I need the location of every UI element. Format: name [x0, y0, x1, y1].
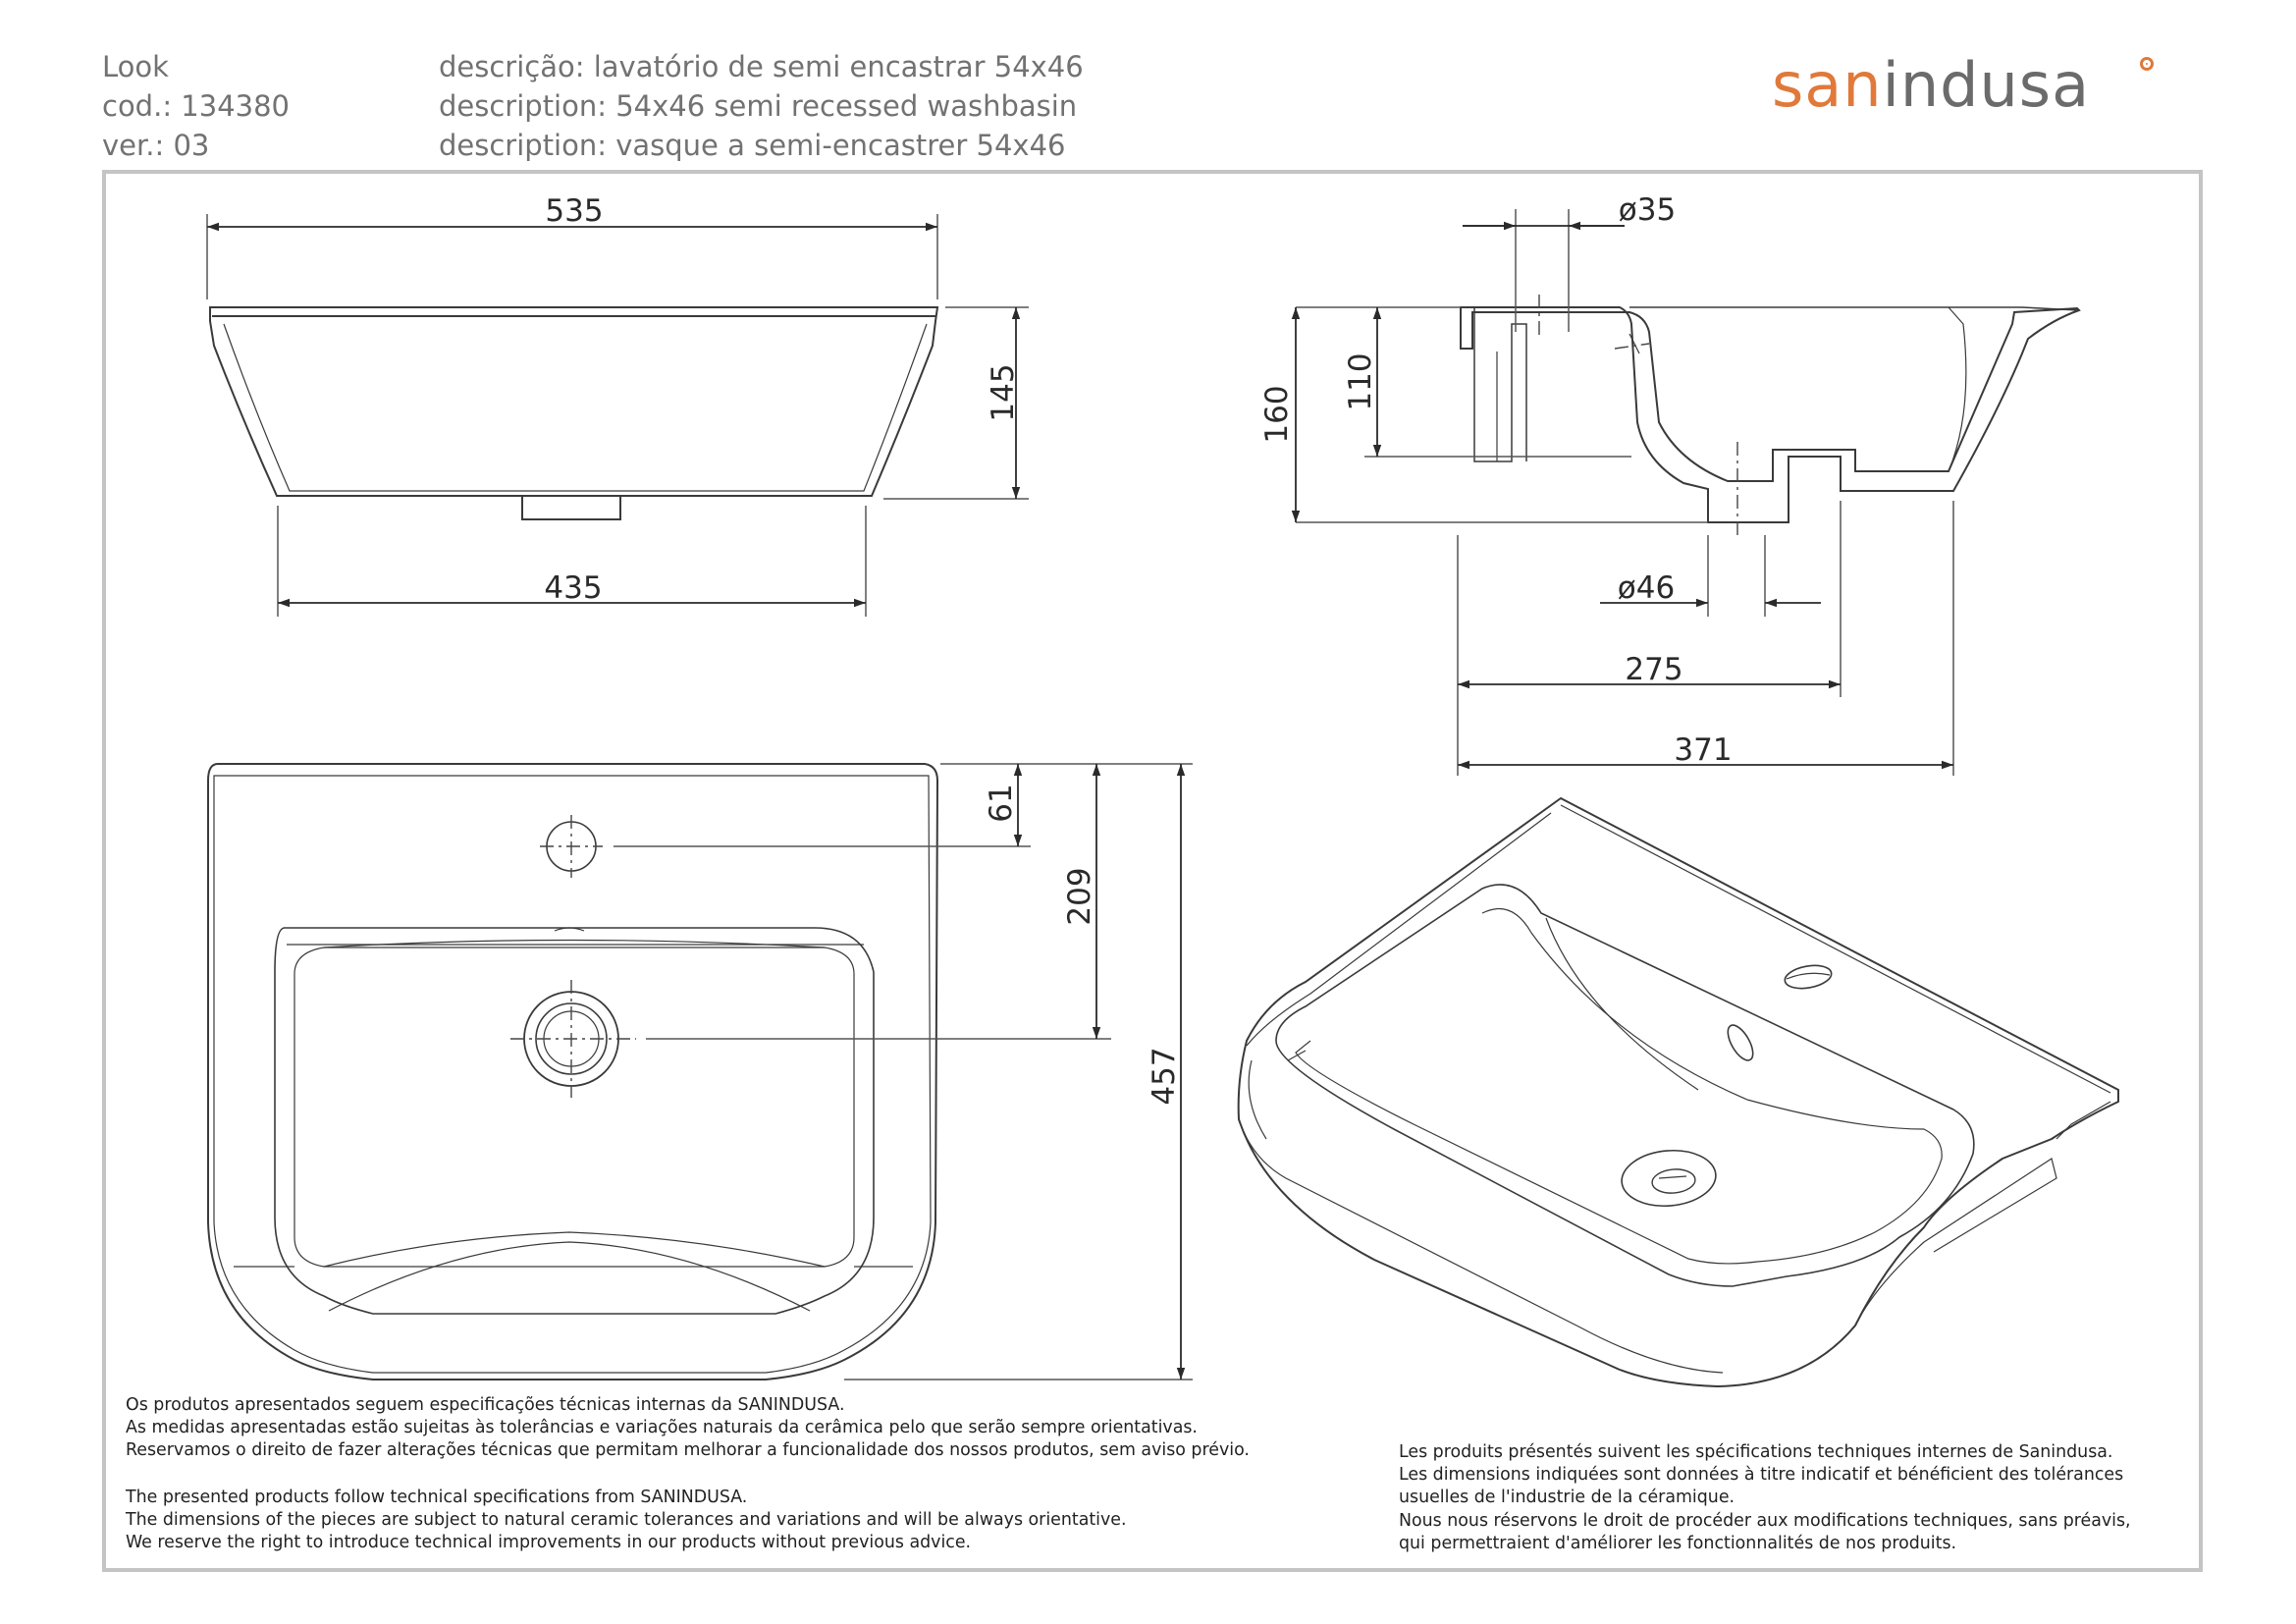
- plan-view: [207, 763, 1193, 1380]
- dim-plan-depth: 457: [1147, 1047, 1182, 1105]
- product-code: cod.: 134380: [102, 89, 291, 123]
- note-fr-5: qui permettraient d'améliorer les foncti…: [1399, 1533, 1957, 1553]
- note-fr-2: Les dimensions indiquées sont données à …: [1399, 1465, 2124, 1486]
- header-descriptions: descrição: lavatório de semi encastrar 5…: [439, 47, 1084, 165]
- dim-total-height: 160: [1259, 385, 1295, 443]
- note-fr-3: usuelles de l'industrie de la céramique.: [1399, 1488, 1735, 1508]
- dim-total-depth: 371: [1674, 732, 1732, 768]
- notes-right: Les produits présentés suivent les spéci…: [1399, 1441, 2131, 1555]
- logo-mark-icon: [2140, 57, 2154, 71]
- dim-drain-depth: 275: [1625, 652, 1682, 687]
- logo-part-orange: san: [1772, 49, 1883, 121]
- product-version: ver.: 03: [102, 129, 210, 162]
- notes-left: Os produtos apresentados seguem especifi…: [126, 1394, 1250, 1554]
- dim-bottom-width: 435: [544, 570, 602, 606]
- dim-tap-offset: 61: [984, 784, 1019, 822]
- side-section-view: [1291, 209, 2081, 776]
- dim-bowl-height: 110: [1343, 352, 1378, 410]
- description-fr: description: vasque a semi-encastrer 54x…: [439, 129, 1066, 162]
- dim-front-height: 145: [986, 363, 1021, 421]
- header-product-info: Look cod.: 134380 ver.: 03: [102, 47, 290, 165]
- description-en: description: 54x46 semi recessed washbas…: [439, 89, 1078, 123]
- note-en-1: The presented products follow technical …: [126, 1487, 748, 1507]
- product-name: Look: [102, 50, 169, 83]
- sanindusa-logo: sanindusa: [1772, 49, 2154, 121]
- drawing-frame: [102, 170, 2203, 1572]
- dim-drain-diameter: ø46: [1618, 570, 1675, 606]
- description-pt: descrição: lavatório de semi encastrar 5…: [439, 50, 1084, 83]
- note-pt-2: As medidas apresentadas estão sujeitas à…: [126, 1418, 1198, 1438]
- isometric-view: [1237, 796, 2119, 1388]
- dim-top-width: 535: [545, 193, 603, 229]
- front-elevation-view: [206, 214, 1029, 617]
- note-pt-3: Reservamos o direito de fazer alterações…: [126, 1440, 1250, 1461]
- note-fr-1: Les produits présentés suivent les spéci…: [1399, 1442, 2113, 1462]
- dim-drain-offset: 209: [1062, 867, 1097, 925]
- note-en-3: We reserve the right to introduce techni…: [126, 1533, 972, 1553]
- note-pt-1: Os produtos apresentados seguem especifi…: [126, 1395, 845, 1415]
- dim-tap-hole-diameter: ø35: [1619, 192, 1676, 228]
- note-en-2: The dimensions of the pieces are subject…: [126, 1509, 1127, 1530]
- logo-part-grey: indusa: [1882, 49, 2091, 121]
- note-fr-4: Nous nous réservons le droit de procéder…: [1399, 1510, 2131, 1531]
